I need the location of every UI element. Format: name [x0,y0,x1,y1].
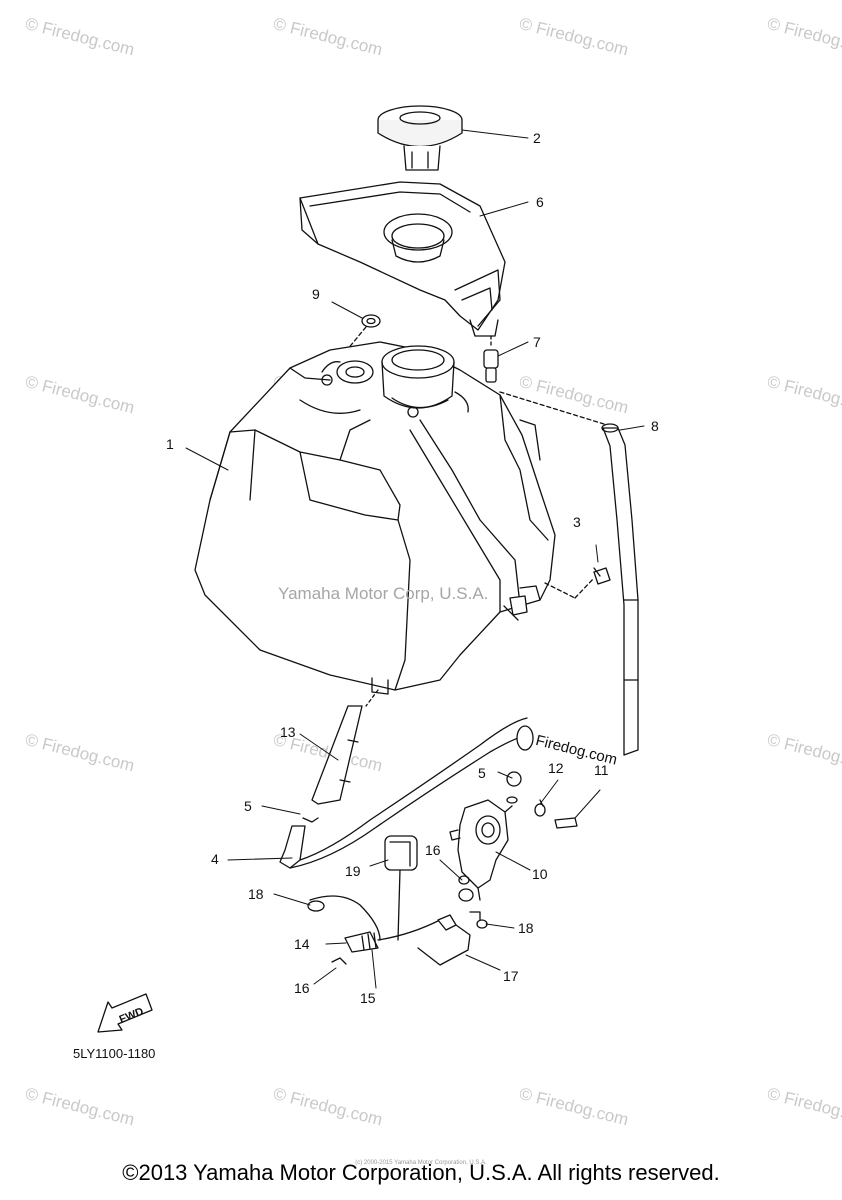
callout-19: 19 [345,863,361,879]
fineprint: (c) 2000-2015 Yamaha Motor Corporation, … [355,1160,487,1166]
callout-14: 14 [294,936,310,952]
callout-17: 17 [503,968,519,984]
fwd-arrow: FWD [97,993,153,1033]
callout-15: 15 [360,990,376,1006]
callout-8: 8 [651,418,659,434]
callout-18: 18 [248,886,264,902]
callout-6: 6 [536,194,544,210]
callout-13: 13 [280,724,296,740]
fitting [483,335,499,383]
callout-18b: 18 [518,920,534,936]
callout-3: 3 [573,514,581,530]
callout-10: 10 [532,866,548,882]
leader-lines [185,129,645,989]
callout-11: 11 [594,762,609,778]
tank-cover [299,181,506,337]
callout-7: 7 [533,334,541,350]
center-watermark: Yamaha Motor Corp, U.S.A. [278,584,489,603]
fuel-cock [449,796,578,901]
callout-12: 12 [548,760,564,776]
fuel-tank [194,341,556,695]
copyright-notice: ©2013 Yamaha Motor Corporation, U.S.A. A… [122,1160,720,1185]
callout-4: 4 [211,851,219,867]
damper [384,835,418,941]
fuel-filter [311,689,379,805]
callout-2: 2 [533,130,541,146]
fuel-hose [279,717,534,869]
callout-16b: 16 [294,980,310,996]
drain-hoses [307,875,488,966]
hose-clip [302,771,522,823]
fuel-cap [377,105,463,171]
vent-hose [499,391,639,756]
bolt [544,567,611,599]
callout-5b: 5 [478,765,486,781]
callout-5: 5 [244,798,252,814]
part-code: 5LY1100-1180 [73,1046,156,1061]
callout-1: 1 [166,436,174,452]
callout-9: 9 [312,286,320,302]
callout-16: 16 [425,842,441,858]
